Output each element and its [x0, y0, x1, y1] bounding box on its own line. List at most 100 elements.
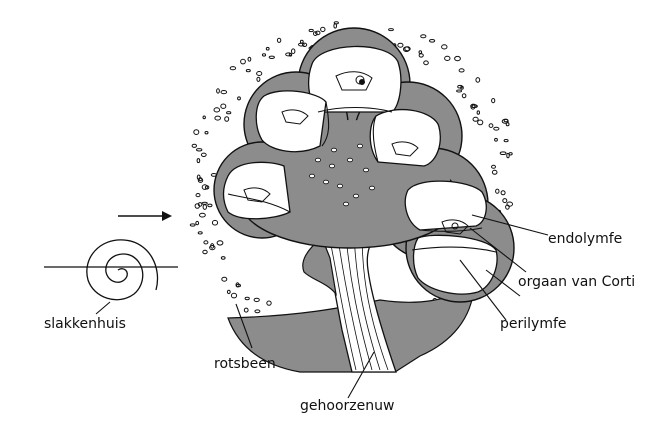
bone-dot	[256, 76, 261, 82]
view-direction-arrow	[118, 211, 172, 221]
bone-dot	[499, 151, 507, 155]
modiolus-hole	[356, 143, 363, 149]
bone-dot	[226, 289, 231, 295]
modiolus-hole	[342, 201, 349, 207]
bone-dot	[454, 55, 461, 62]
bone-dot	[253, 297, 260, 303]
bone-dot	[506, 201, 514, 207]
bone-dot	[476, 110, 480, 115]
bone-dot	[201, 201, 208, 205]
label-slakkenhuis: slakkenhuis	[44, 316, 126, 332]
bone-dot	[265, 46, 270, 51]
bone-dot	[213, 107, 221, 113]
bone-dot	[243, 307, 249, 313]
bone-dot	[229, 66, 237, 71]
label-perilymfe: perilymfe	[500, 316, 567, 332]
bone-dot	[261, 53, 267, 57]
bone-dot	[458, 68, 465, 73]
bone-dot	[441, 44, 448, 50]
modiolus-hole	[322, 179, 329, 185]
modiolus-hole	[362, 167, 369, 173]
bone-dot	[200, 152, 207, 158]
bone-dot	[202, 115, 206, 120]
bone-dot	[444, 55, 451, 62]
bone-dot	[285, 52, 292, 57]
bone-dot	[397, 42, 404, 48]
bone-dot	[197, 231, 203, 235]
bone-dot	[196, 148, 203, 152]
bone-dot	[418, 50, 423, 54]
bone-dot	[308, 28, 314, 33]
bone-dot	[201, 184, 208, 190]
bone-dot	[333, 21, 339, 25]
modiolus-hole	[368, 185, 375, 191]
bone-dot	[221, 276, 228, 282]
bone-dot	[240, 58, 246, 65]
bone-dot	[503, 118, 509, 123]
bone-dot	[388, 28, 394, 32]
bone-dot	[195, 193, 201, 198]
bone-dot	[266, 300, 272, 306]
bone-dot	[493, 126, 500, 131]
bone-dot	[211, 219, 219, 226]
cochlea-spiral-icon	[86, 239, 159, 301]
bone-dot	[291, 48, 296, 55]
bone-dot	[276, 37, 282, 43]
bone-dot	[191, 143, 198, 148]
bone-dot	[202, 249, 208, 255]
bone-dot	[220, 256, 226, 260]
bone-dot	[502, 198, 508, 204]
bone-dot	[471, 104, 478, 108]
bone-dot	[254, 309, 261, 314]
modiolus-hole	[330, 147, 337, 153]
label-endolymfe: endolymfe	[548, 231, 622, 247]
bone-dot	[488, 123, 494, 128]
modiolus-hole	[346, 157, 353, 163]
bone-dot	[226, 111, 232, 115]
bone-dot	[216, 88, 220, 94]
modiolus-hole	[352, 193, 359, 199]
bone-dot	[216, 240, 224, 246]
bone-dot	[189, 223, 196, 227]
bone-dot	[420, 34, 427, 39]
modiolus-hole	[314, 157, 321, 163]
organ-of-corti-structures	[243, 71, 469, 235]
bone-dot	[461, 93, 467, 99]
bone-dot	[506, 152, 510, 159]
bone-dot	[505, 204, 510, 210]
bone-dot	[418, 53, 424, 58]
bone-dot	[244, 296, 250, 301]
bone-dot	[230, 292, 238, 299]
bone-dot	[209, 245, 216, 251]
bone-dot	[429, 39, 436, 43]
bone-dot	[193, 129, 200, 136]
bone-dot	[477, 119, 484, 126]
bone-dot	[220, 90, 228, 95]
bone-dot	[203, 240, 209, 245]
bone-dot	[500, 190, 506, 196]
label-gehoorzenuw: gehoorzenuw	[300, 398, 394, 414]
modiolus-hole	[328, 163, 335, 169]
bone-dot	[299, 39, 304, 44]
bone-dot	[245, 69, 251, 73]
bone-dot	[491, 164, 496, 169]
bone-dot	[204, 131, 209, 135]
modiolus-hole	[336, 183, 343, 189]
bone-dot	[475, 77, 481, 83]
label-orgaan-van-corti: orgaan van Corti	[518, 274, 635, 290]
bone-dot	[256, 71, 263, 76]
bone-dot	[491, 169, 498, 175]
modiolus-holes	[308, 143, 375, 207]
bone-dot	[313, 31, 318, 36]
nerve-side-lobe	[302, 237, 337, 297]
bone-dot	[224, 116, 230, 122]
bone-dot	[495, 188, 500, 194]
bone-dot	[196, 158, 201, 164]
bone-dot	[199, 212, 206, 218]
membranes	[227, 101, 497, 253]
bone-dot	[456, 89, 463, 93]
bone-dot	[320, 26, 326, 33]
bone-dot	[503, 139, 509, 143]
leader-lines	[95, 214, 549, 399]
